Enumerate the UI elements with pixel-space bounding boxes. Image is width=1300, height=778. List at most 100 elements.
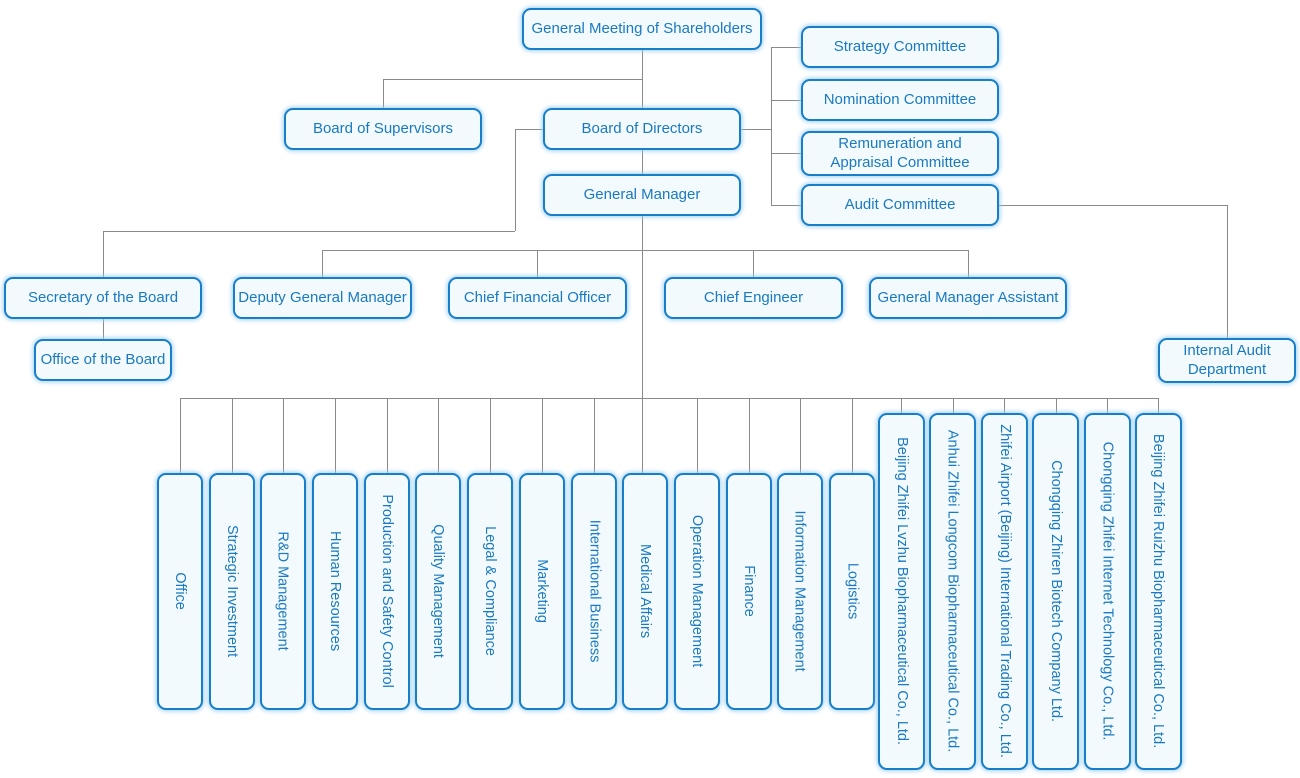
connector-stub [1107,398,1108,413]
node-label: Logistics [844,563,861,620]
node-label: Beijing Zhifei Lvzhu Biopharmaceutical C… [893,437,910,746]
connector-stub [180,398,181,473]
node-nomination-committee: Nomination Committee [801,79,999,121]
node-label: Strategic Investment [224,525,241,658]
node-label: R&D Management [275,531,292,652]
connector-stub [901,398,902,413]
node-strategy-committee: Strategy Committee [801,26,999,68]
connector-stub [438,398,439,473]
node-label: Strategy Committee [833,37,967,55]
node-dept-information-management: Information Management [777,473,823,710]
connector-stub [852,398,853,473]
connector-executive-bus [322,250,968,251]
node-remuneration-appraisal-committee: Remuneration and Appraisal Committee [801,131,999,176]
node-sub-chongqing-zhiren-biotech: Chongqing Zhiren Biotech Company Ltd. [1032,413,1079,770]
connector-stub [1158,398,1159,413]
node-label: Nomination Committee [823,90,977,108]
node-chief-financial-officer: Chief Financial Officer [448,277,627,319]
node-label: General Meeting of Shareholders [531,19,753,37]
node-label: Chief Engineer [703,288,804,306]
connector-stub [232,398,233,473]
node-dept-rd-management: R&D Management [260,473,306,710]
connector-directors-left-stub [515,129,543,130]
node-label: Internal Audit Department [1183,341,1271,378]
node-label: General Manager Assistant [877,288,1059,306]
connector-stub [771,100,801,101]
connector-stub [490,398,491,473]
node-label: International Business [586,520,603,663]
connector-gm-trunk [642,216,643,398]
node-dept-office: Office [157,473,203,710]
node-label: Chongqing Zhifei Internet Technology Co.… [1099,442,1116,741]
node-dept-medical-affairs: Medical Affairs [622,473,668,710]
node-board-of-directors: Board of Directors [543,108,741,150]
node-internal-audit-department: Internal Audit Department [1158,338,1296,383]
node-sub-beijing-zhifei-ruizhu: Beijing Zhifei Ruizhu Biopharmaceutical … [1135,413,1182,770]
connector-to-secretary [103,231,104,277]
connector-committee-spine [771,47,772,205]
connector-directors-left-drop [515,129,516,231]
node-label: Operation Management [689,515,706,668]
node-label: Chief Financial Officer [463,288,612,306]
node-label: Audit Committee [844,195,956,213]
node-dept-strategic-investment: Strategic Investment [209,473,255,710]
connector-audit-internal-audit-drop [1227,205,1228,338]
connector-department-bus [180,398,1158,399]
connector-audit-internal-audit [999,205,1227,206]
connector-directors-gm [642,150,643,174]
connector-stub [697,398,698,473]
connector-stub [749,398,750,473]
connector-shareholders-directors [642,50,643,108]
node-dept-quality-management: Quality Management [415,473,461,710]
connector-stub [1056,398,1057,413]
connector-stub [537,250,538,277]
node-label: Office [172,572,189,611]
connector-stub [771,47,801,48]
node-label: Finance [741,565,758,618]
node-label: Legal & Compliance [482,526,499,657]
node-dept-finance: Finance [726,473,772,710]
connector-stub [335,398,336,473]
node-sub-zhifei-airport-beijing: Zhifei Airport (Beijing) International T… [981,413,1028,770]
connector-shareholders-branch [383,79,642,80]
node-sub-anhui-zhifei-longcom: Anhui Zhifei Longcom Biopharmaceutical C… [929,413,976,770]
node-general-meeting-of-shareholders: General Meeting of Shareholders [522,8,762,50]
node-general-manager-assistant: General Manager Assistant [869,277,1067,319]
node-dept-marketing: Marketing [519,473,565,710]
node-dept-legal-compliance: Legal & Compliance [467,473,513,710]
node-label: Quality Management [430,524,447,659]
connector-stub [800,398,801,473]
node-chief-engineer: Chief Engineer [664,277,843,319]
node-general-manager: General Manager [543,174,741,216]
node-sub-chongqing-zhifei-internet: Chongqing Zhifei Internet Technology Co.… [1084,413,1131,770]
node-label: Remuneration and Appraisal Committee [830,134,970,171]
connector-stub [968,250,969,277]
node-label: Beijing Zhifei Ruizhu Biopharmaceutical … [1150,434,1167,749]
node-label: Board of Supervisors [312,119,454,137]
node-office-of-the-board: Office of the Board [34,339,172,381]
connector-directors-spine [741,129,771,130]
node-dept-human-resources: Human Resources [312,473,358,710]
connector-to-supervisors [383,79,384,108]
node-label: Office of the Board [40,350,166,368]
node-label: General Manager [583,185,701,203]
connector-stub [753,250,754,277]
connector-stub [594,398,595,473]
node-sub-beijing-zhifei-lvzhu: Beijing Zhifei Lvzhu Biopharmaceutical C… [878,413,925,770]
node-dept-production-safety-control: Production and Safety Control [364,473,410,710]
node-label: Deputy General Manager [238,288,407,306]
node-label: Chongqing Zhiren Biotech Company Ltd. [1047,460,1064,723]
connector-stub [642,398,643,473]
node-audit-committee: Audit Committee [801,184,999,226]
node-label: Zhifei Airport (Beijing) International T… [996,424,1013,759]
node-dept-international-business: International Business [571,473,617,710]
node-secretary-of-the-board: Secretary of the Board [4,277,202,319]
connector-stub [1004,398,1005,413]
connector-secretary-bus [103,231,515,232]
connector-stub [542,398,543,473]
connector-stub [771,205,801,206]
node-label: Board of Directors [581,119,703,137]
node-board-of-supervisors: Board of Supervisors [284,108,482,150]
node-label: Human Resources [327,531,344,652]
